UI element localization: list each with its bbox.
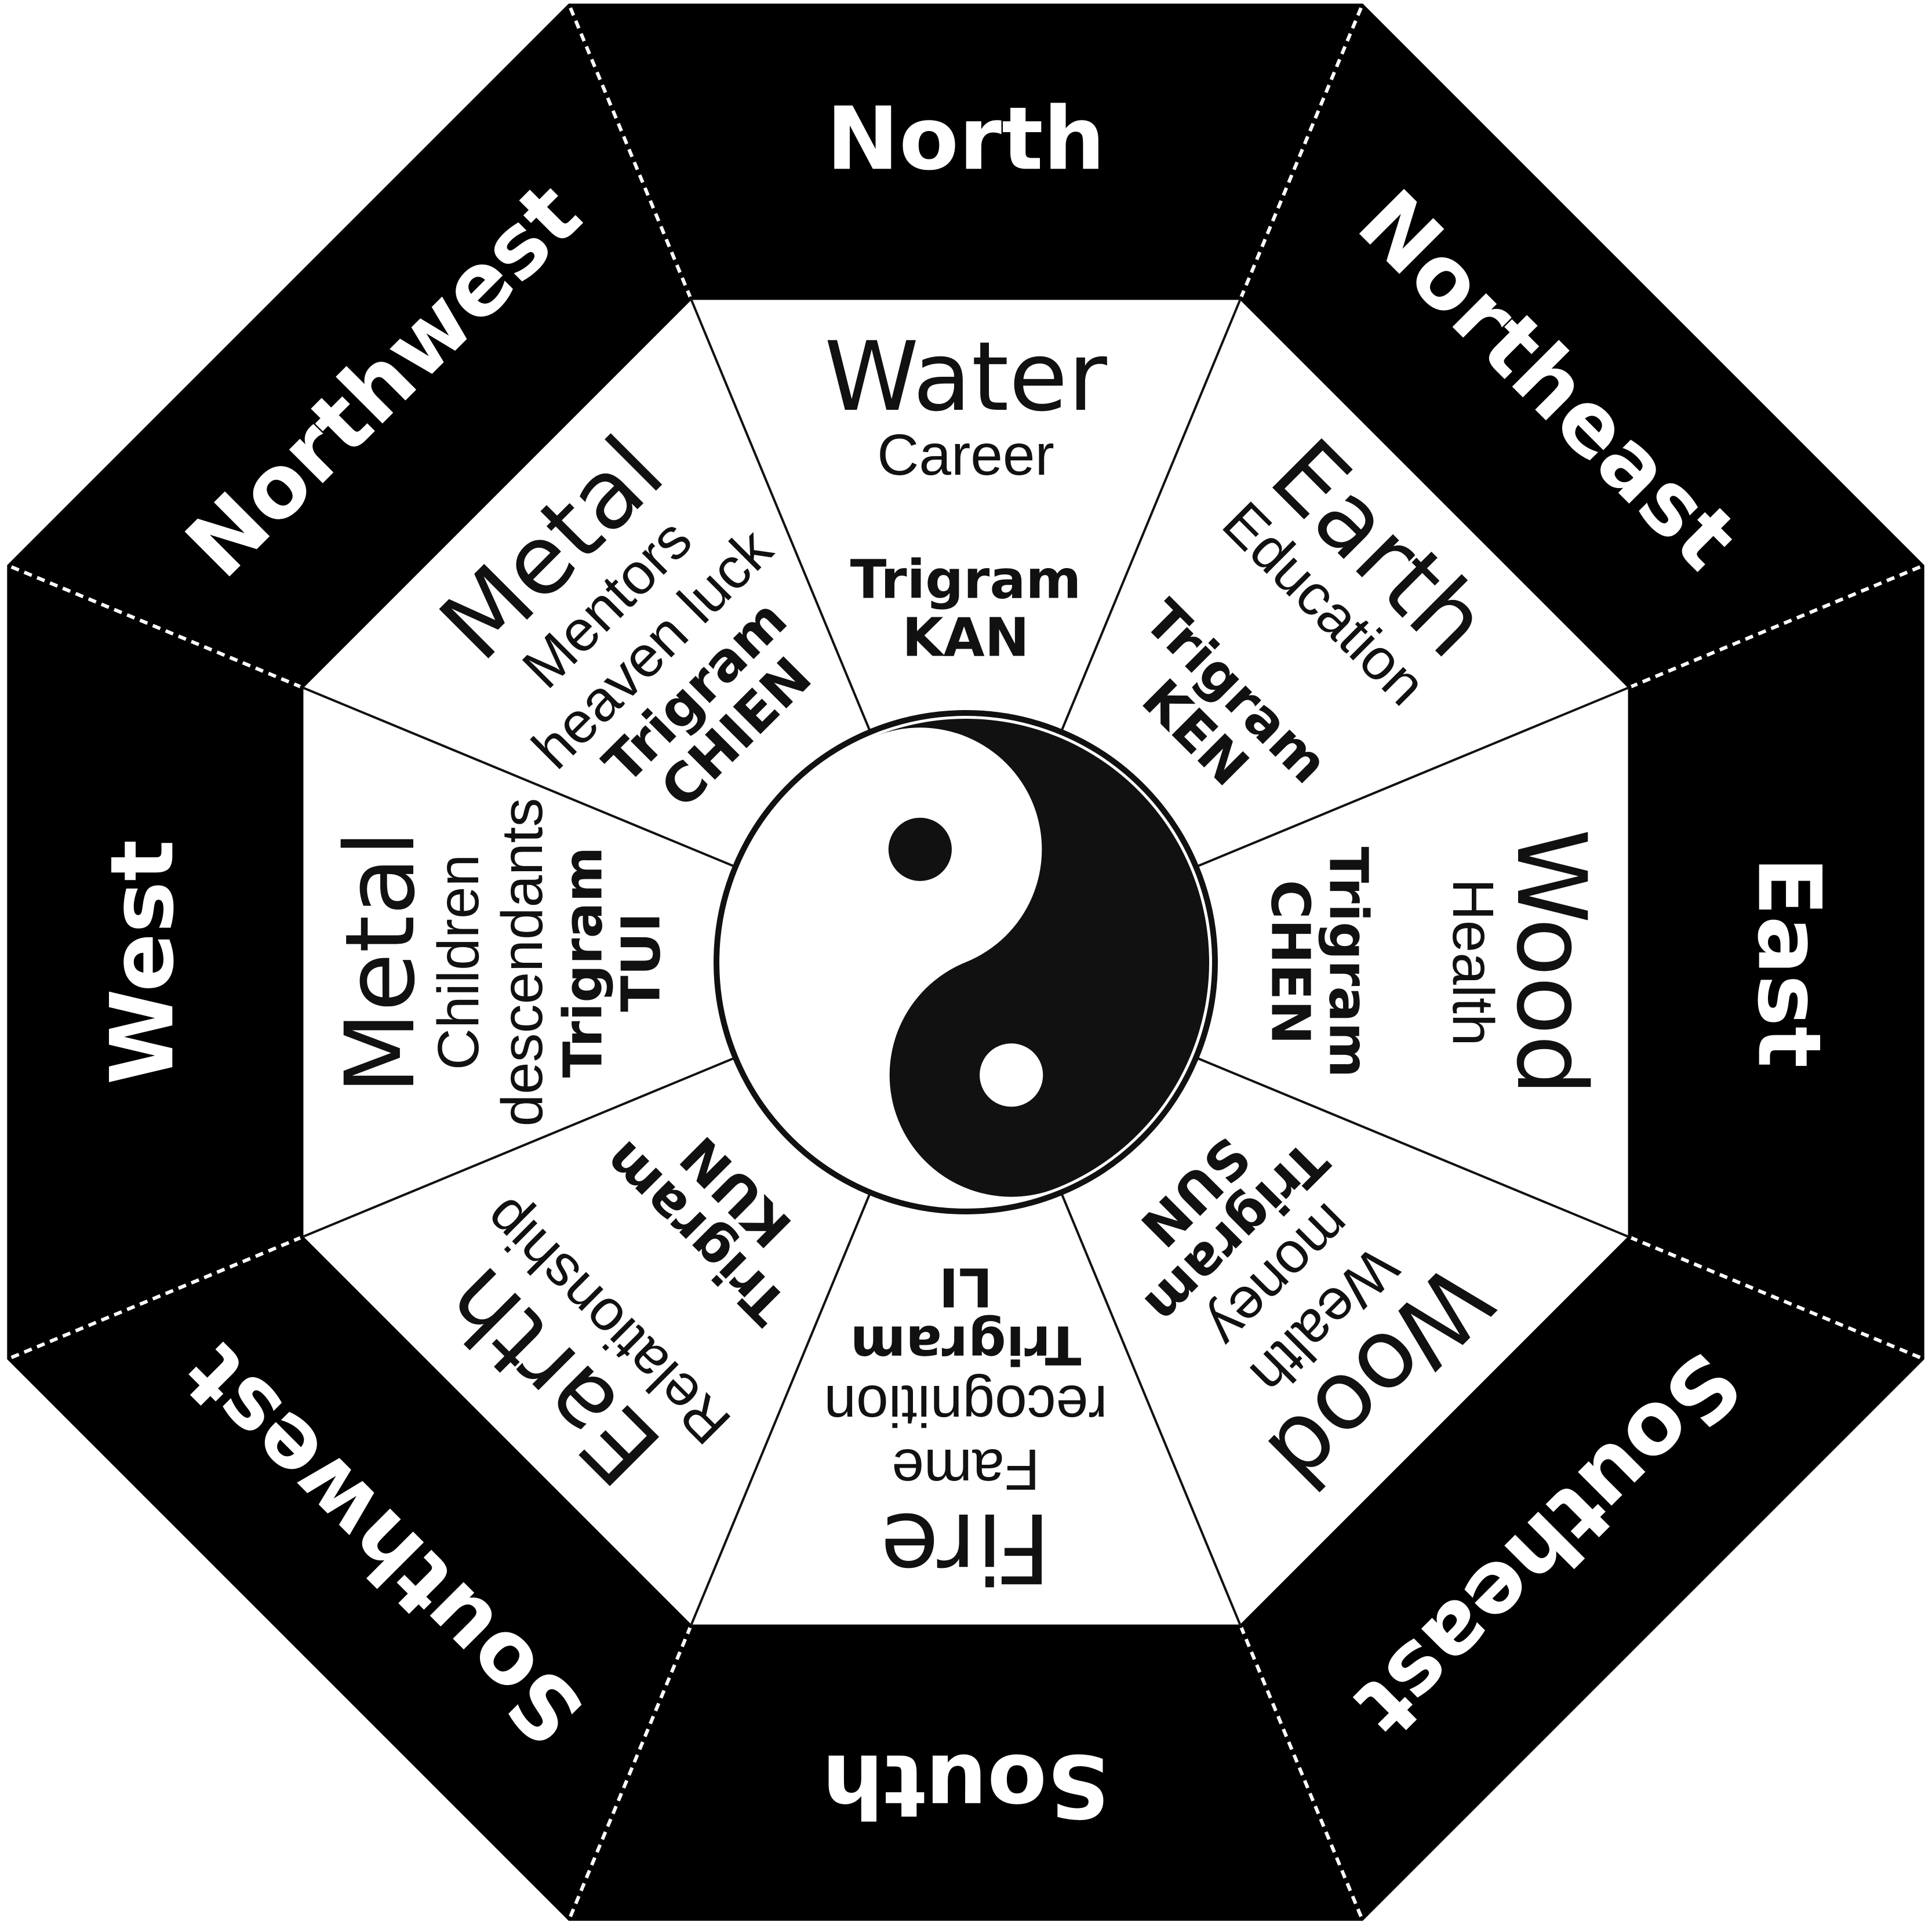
ring-separator bbox=[1629, 1235, 1925, 1361]
sector-trigram-word: Trigram bbox=[850, 549, 1082, 611]
ring-separator bbox=[567, 3, 693, 299]
direction-label-east: East bbox=[1738, 857, 1839, 1068]
direction-label-north: North bbox=[826, 89, 1105, 190]
yang-dot bbox=[980, 1043, 1043, 1107]
sector-divider bbox=[301, 686, 741, 871]
sector-divider bbox=[1190, 686, 1631, 871]
sector-aspect: Children bbox=[426, 854, 491, 1070]
sector-divider bbox=[1190, 1054, 1631, 1239]
sector-divider bbox=[301, 1054, 741, 1239]
ring-separator bbox=[567, 1625, 693, 1922]
sector-divider bbox=[689, 297, 874, 738]
ring-separator bbox=[1239, 3, 1365, 299]
sector-trigram-name: LI bbox=[939, 1256, 993, 1318]
sector-trigram-word: Trigram bbox=[552, 847, 614, 1078]
ring-separator bbox=[6, 1235, 303, 1361]
sector-aspect: recognition bbox=[824, 1373, 1107, 1438]
sector-aspect: Career bbox=[877, 423, 1054, 487]
sector-aspect: Fame bbox=[892, 1437, 1040, 1502]
yin-shape bbox=[874, 719, 1209, 1197]
sector-dividers bbox=[301, 297, 1631, 1627]
sector-aspect: descendants bbox=[490, 798, 555, 1126]
sector-element: Metal bbox=[325, 830, 436, 1094]
sector-divider bbox=[1057, 1187, 1242, 1627]
direction-label-west: West bbox=[92, 840, 193, 1085]
sector-trigram-word: Trigram bbox=[850, 1314, 1082, 1376]
sector-divider bbox=[1057, 297, 1242, 738]
sector-trigram-name: CHEN bbox=[1260, 880, 1322, 1045]
sector-element: Water bbox=[824, 321, 1107, 432]
sector-trigram-name: KAN bbox=[902, 607, 1029, 669]
sector-trigram-word: Trigram bbox=[1318, 847, 1380, 1078]
ring-separator bbox=[1629, 563, 1925, 689]
yin-dot bbox=[888, 817, 952, 881]
ring-separator bbox=[1239, 1625, 1365, 1922]
sector-trigram-name: TUI bbox=[610, 912, 672, 1012]
yin-yang-icon bbox=[714, 710, 1218, 1214]
sector-divider bbox=[689, 1187, 874, 1627]
sector-element: Fire bbox=[881, 1492, 1051, 1603]
ring-separator bbox=[6, 563, 303, 689]
sector-aspect: Health bbox=[1440, 878, 1505, 1046]
sector-element: Wood bbox=[1496, 829, 1607, 1096]
direction-label-south: South bbox=[822, 1735, 1109, 1836]
